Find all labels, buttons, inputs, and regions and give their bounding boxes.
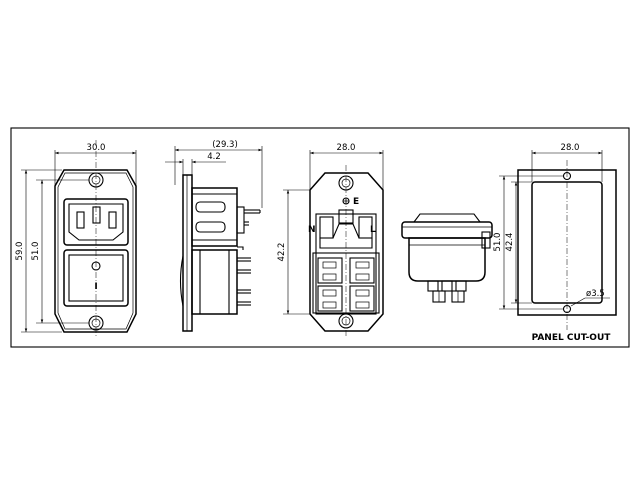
dim-cutout-inner-height: 42.4 (505, 233, 515, 252)
iec-inlet (63, 198, 129, 246)
dim-front-height: 59.0 (15, 242, 25, 261)
front-view: I 30.0 59.0 51.0 (15, 140, 137, 338)
dim-side-depth: (29.3) (212, 140, 238, 150)
top-view (401, 213, 493, 303)
label-neutral: N (308, 225, 316, 235)
dim-front-inner-height: 51.0 (31, 242, 41, 261)
panel-cutout-view: 28.0 51.0 42.4 ø3.5 PANEL CUT-OUT (493, 143, 617, 343)
dim-cutout-height: 51.0 (493, 233, 503, 252)
drawing-frame (10, 127, 630, 348)
dim-side-flange: 4.2 (207, 152, 221, 162)
label-earth: E (353, 197, 359, 207)
rear-view: N E L 28.0 42.2 (277, 143, 384, 338)
dim-front-width: 30.0 (87, 143, 106, 153)
dim-rear-width: 28.0 (337, 143, 356, 153)
panel-cutout-caption: PANEL CUT-OUT (532, 333, 612, 343)
label-line: L (370, 225, 376, 235)
rocker-switch (63, 249, 129, 307)
dim-cutout-width: 28.0 (561, 143, 580, 153)
dim-rear-height: 42.2 (277, 243, 287, 262)
switch-mark: I (94, 282, 97, 292)
side-view: (29.3) 4.2 (165, 140, 263, 332)
dim-hole-diameter: ø3.5 (586, 289, 605, 299)
